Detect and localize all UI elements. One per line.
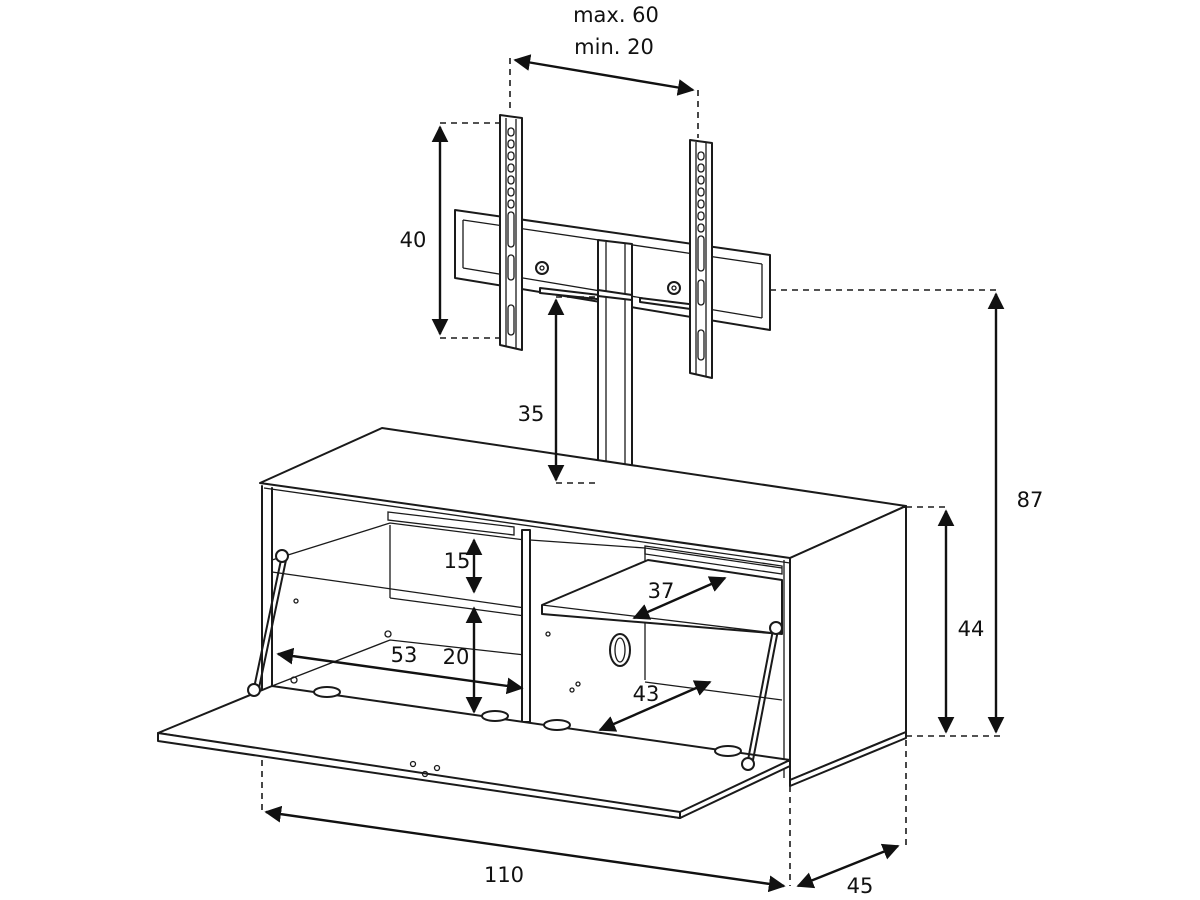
- label-shelf-depth: 37: [648, 579, 675, 603]
- label-inner-depth-right: 43: [633, 682, 660, 706]
- mount-knobs: [535, 261, 681, 295]
- label-shelf-gap-lower: 20: [443, 645, 470, 669]
- dimension-lines: [261, 54, 1005, 893]
- mount-column: [597, 239, 633, 483]
- left-vertical-bracket: [499, 114, 523, 351]
- label-shelf-gap-upper: 15: [444, 549, 471, 573]
- cabinet-base: [789, 731, 907, 787]
- label-bracket-height: 40: [400, 228, 427, 252]
- cabinet-top: [259, 427, 907, 559]
- label-cabinet-width: 110: [484, 863, 524, 887]
- gas-strut-right: [741, 621, 783, 771]
- cabinet: [157, 427, 907, 819]
- gas-strut-left: [247, 549, 289, 697]
- right-compartment: [529, 539, 783, 701]
- flap-door: [157, 685, 791, 819]
- label-cabinet-height: 44: [958, 617, 985, 641]
- label-column-height: 35: [518, 402, 545, 426]
- label-bracket-spacing-max: max. 60: [573, 3, 659, 27]
- label-cabinet-depth: 45: [847, 874, 874, 898]
- dimension-labels: max. 60 min. 20 40 35 87 44 15 20 53 37 …: [391, 3, 1044, 898]
- label-bracket-spacing-min: min. 20: [574, 35, 654, 59]
- tv-mount: [454, 114, 771, 483]
- label-total-height: 87: [1017, 488, 1044, 512]
- label-inner-width-left: 53: [391, 643, 418, 667]
- right-vertical-bracket: [689, 139, 713, 379]
- center-divider: [521, 529, 531, 723]
